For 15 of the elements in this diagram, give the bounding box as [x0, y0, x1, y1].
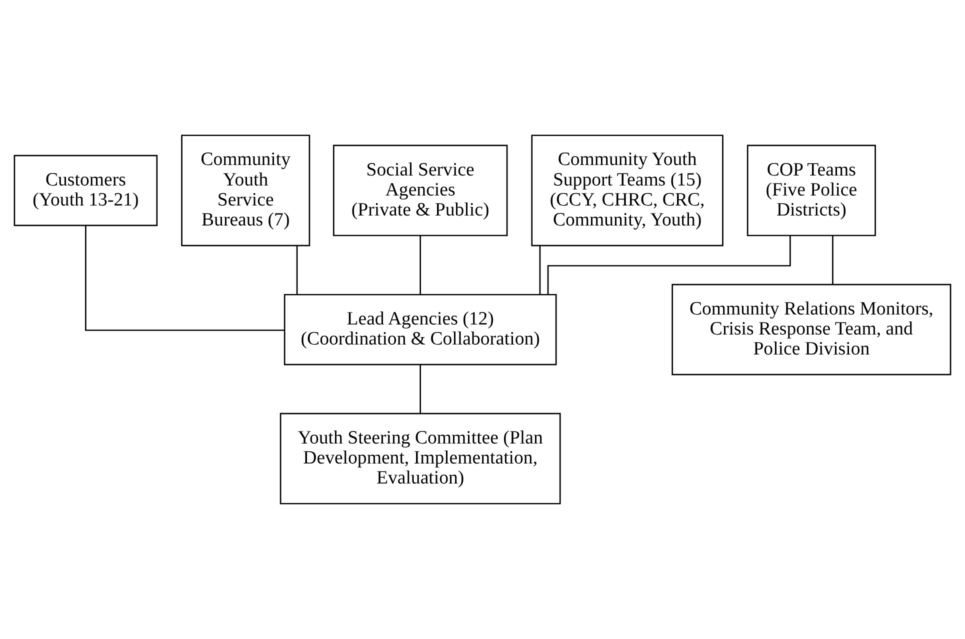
node-box: COP Teams (Five Police Districts)	[746, 144, 876, 236]
node-box: Community Youth Service Bureaus (7)	[181, 134, 310, 246]
connector	[420, 364, 422, 414]
node-box: Community Relations Monitors, Crisis Response Team, and Police Division	[672, 284, 952, 376]
node-box: Social Service Agencies (Private & Public)	[332, 144, 508, 236]
connector	[296, 246, 298, 294]
node-box: Customers (Youth 13-21)	[14, 154, 158, 226]
connector	[832, 236, 834, 284]
connector	[420, 236, 422, 294]
connector	[539, 246, 541, 294]
connector	[85, 226, 284, 331]
node-box: Community Youth Support Teams (15) (CCY, CHRC, CRC, Community, Youth)	[531, 134, 724, 246]
node-box: Youth Steering Committee (Plan Development, Implementation, Evaluation)	[280, 412, 561, 504]
connector	[547, 236, 791, 294]
node-box: Lead Agencies (12) (Coordination & Collaboration)	[284, 294, 557, 366]
